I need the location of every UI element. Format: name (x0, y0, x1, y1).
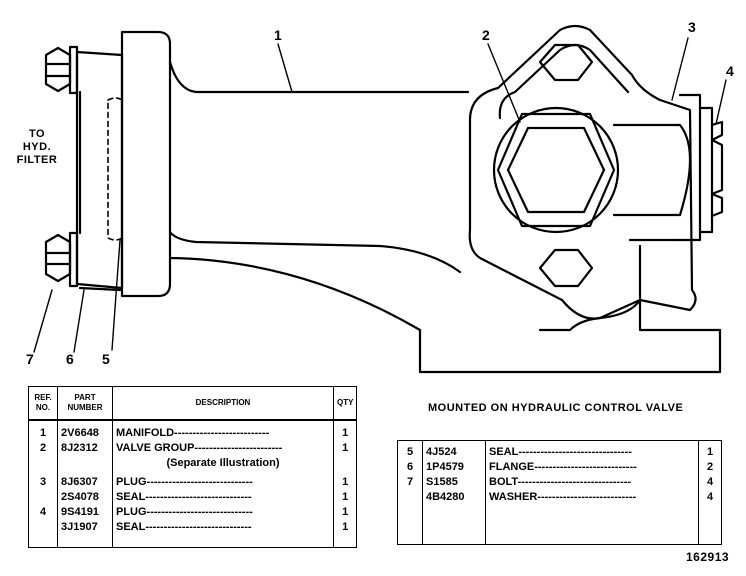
bolt-top (44, 45, 79, 95)
parts-table-left: REF. NO. PART NUMBER DESCRIPTION QTY 1 2… (28, 386, 358, 548)
header-ref-line2: NO. (35, 403, 51, 412)
right-plug (628, 93, 724, 302)
table-row (28, 420, 357, 426)
callout-6: 6 (66, 351, 74, 367)
row-ref: 2 (28, 441, 58, 456)
to-hyd-filter-note: TO HYD. FILTER (14, 128, 60, 167)
row-qty: 4 (706, 475, 714, 488)
row-desc: PLUG----------------------------- (112, 475, 334, 490)
callout-4: 4 (726, 63, 734, 79)
callout-5: 5 (102, 351, 110, 367)
leader-lines (33, 37, 727, 353)
row-part: 8J6307 (57, 475, 113, 490)
row-part: 9S4191 (57, 505, 113, 520)
row-ref: 1 (28, 426, 58, 441)
row-desc: WASHER--------------------------- (485, 489, 699, 505)
manifold-body (120, 24, 722, 374)
row-qty: 1 (706, 445, 714, 458)
row-ref (28, 490, 58, 505)
header-ref-line1: REF. (34, 393, 52, 402)
bolt-bottom (44, 231, 79, 288)
table-row: 7 S1585 BOLT----------------------------… (397, 474, 722, 490)
row-part: S1585 (422, 474, 486, 490)
row-ref (28, 520, 58, 535)
row-desc-note: (Separate Illustration) (112, 456, 334, 471)
row-part: 1P4579 (422, 459, 486, 475)
row-desc: SEAL----------------------------- (112, 520, 334, 535)
top-bolt-head (538, 43, 594, 82)
header-part-number: PART NUMBER (57, 386, 113, 421)
header-part-line1: PART (74, 393, 96, 402)
row-part (57, 456, 113, 471)
table-row: 4B4280 WASHER---------------------------… (397, 489, 722, 505)
row-desc: MANIFOLD-------------------------- (112, 426, 334, 441)
row-part: 4B4280 (422, 489, 486, 505)
seal (107, 97, 123, 241)
row-part: 2V6648 (57, 426, 113, 441)
row-qty: 4 (706, 490, 714, 503)
row-desc: PLUG----------------------------- (112, 505, 334, 520)
row-part: 2S4078 (57, 490, 113, 505)
table-row: 5 4J524 SEAL----------------------------… (397, 444, 722, 460)
header-qty: QTY (333, 386, 357, 421)
row-qty: 1 (342, 506, 349, 518)
row-part: 8J2312 (57, 441, 113, 456)
row-qty: 2 (706, 460, 714, 473)
row-part: 4J524 (422, 444, 486, 460)
row-qty: 1 (342, 491, 349, 503)
bottom-bolt-head (538, 248, 594, 288)
callout-2: 2 (482, 27, 490, 43)
row-desc: BOLT------------------------------- (485, 474, 699, 490)
table-row: 3J1907 SEAL-----------------------------… (28, 520, 357, 535)
table-row (28, 471, 357, 475)
mounting-caption: MOUNTED ON HYDRAULIC CONTROL VALVE (428, 402, 684, 414)
table-row: 3 8J6307 PLUG---------------------------… (28, 475, 357, 490)
callout-1: 1 (274, 27, 282, 43)
row-ref: 5 (397, 444, 423, 460)
flange (75, 50, 124, 292)
valve-group-hex (492, 106, 692, 234)
row-desc: FLANGE---------------------------- (485, 459, 699, 475)
figure-number: 162913 (686, 550, 730, 564)
row-qty: 1 (342, 521, 349, 533)
row-qty: 1 (342, 476, 349, 488)
row-ref: 7 (397, 474, 423, 490)
note-line-3: FILTER (16, 154, 58, 166)
table-row: (Separate Illustration) (28, 456, 357, 471)
note-line-1: TO (28, 128, 46, 140)
row-ref: 6 (397, 459, 423, 475)
row-desc: SEAL----------------------------- (112, 490, 334, 505)
row-desc: SEAL------------------------------- (485, 444, 699, 460)
table-row (28, 535, 357, 547)
row-desc: VALVE GROUP------------------------ (112, 441, 334, 456)
row-part: 3J1907 (57, 520, 113, 535)
table-row: 2 8J2312 VALVE GROUP--------------------… (28, 441, 357, 456)
header-part-line2: NUMBER (67, 403, 103, 412)
table-row (397, 440, 722, 445)
table-row: 6 1P4579 FLANGE-------------------------… (397, 459, 722, 475)
note-line-2: HYD. (22, 141, 52, 153)
table-row: 4 9S4191 PLUG---------------------------… (28, 505, 357, 520)
callout-7: 7 (26, 351, 34, 367)
row-ref (397, 489, 423, 505)
parts-table-right: 5 4J524 SEAL----------------------------… (397, 440, 722, 545)
row-qty: 1 (342, 442, 349, 454)
row-qty: 1 (342, 427, 349, 439)
table-header-row: REF. NO. PART NUMBER DESCRIPTION QTY (28, 386, 357, 421)
row-qty (334, 456, 357, 471)
table-row: 1 2V6648 MANIFOLD-----------------------… (28, 426, 357, 441)
table-row: 2S4078 SEAL-----------------------------… (28, 490, 357, 505)
callout-3: 3 (688, 19, 696, 35)
header-ref-no: REF. NO. (28, 386, 58, 421)
row-ref: 3 (28, 475, 58, 490)
table-row (397, 504, 722, 545)
row-ref (28, 456, 58, 471)
header-description: DESCRIPTION (112, 386, 334, 421)
row-ref: 4 (28, 505, 58, 520)
